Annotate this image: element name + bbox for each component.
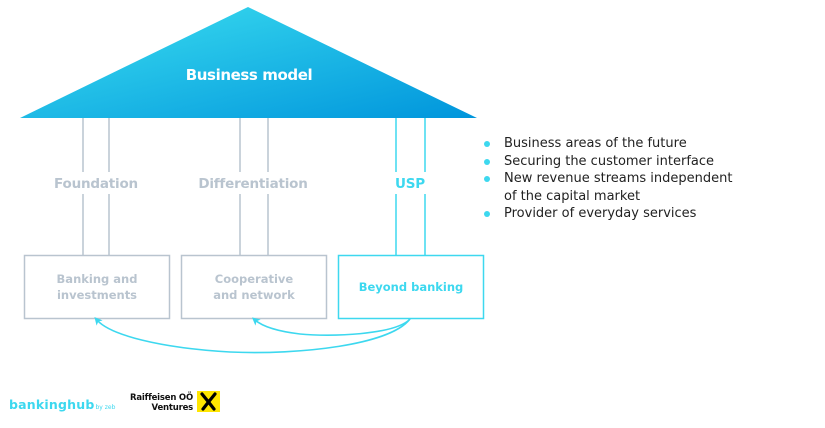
pillar-usp: USP Beyond banking	[337, 118, 485, 320]
box-label-line-1: Banking and	[57, 272, 138, 286]
pillar-box-beyond-banking	[337, 254, 485, 320]
bullet-item: Business areas of the future	[484, 135, 732, 153]
box-label-line-1: Cooperative	[215, 272, 294, 286]
bullet-text: Business areas of the future	[504, 136, 687, 151]
pillar-foundation: Foundation Banking and investments	[23, 118, 171, 320]
pillar-label-differentiation: Differentiation	[198, 176, 307, 192]
arrow-beyond-to-cooperative	[251, 317, 411, 336]
raiffeisen-logo-line-2: Ventures	[151, 403, 194, 413]
arrow-beyond-to-banking	[94, 316, 411, 354]
pillar-label-usp: USP	[395, 176, 425, 192]
bullet-text-continuation: of the capital market	[504, 188, 641, 204]
usp-bullet-list: Business areas of the future Securing th…	[484, 135, 732, 223]
bullet-text: New revenue streams independent	[504, 171, 733, 186]
roof-title: Business model	[186, 66, 313, 84]
box-label-line-2: and network	[213, 288, 295, 302]
bankinghub-logo-accent: hub	[67, 397, 95, 412]
raiffeisen-gable-cross-icon	[197, 391, 220, 412]
raiffeisen-logo-line-1: Raiffeisen OÖ	[130, 393, 193, 403]
bankinghub-logo: bankinghubby zeb	[9, 397, 115, 412]
bullet-item: Securing the customer interface	[484, 153, 732, 171]
bullet-dot-icon	[484, 158, 490, 165]
pillar-box-cooperative-network	[180, 254, 328, 320]
pillar-label-foundation: Foundation	[54, 176, 138, 192]
bullet-text: Securing the customer interface	[504, 153, 715, 169]
raiffeisen-logo-text: Raiffeisen OÖ Ventures	[123, 393, 193, 413]
bullet-item: New revenue streams independent of the c…	[484, 170, 732, 205]
box-label-line-2: investments	[57, 288, 137, 302]
bullet-dot-icon	[484, 211, 490, 217]
pillar-differentiation: Differentiation Cooperative and network	[180, 118, 328, 320]
box-label-line-1: Beyond banking	[359, 280, 464, 294]
bankinghub-logo-by: by zeb	[95, 404, 116, 411]
pillar-box-banking-investments	[23, 254, 171, 320]
bullet-text: Provider of everyday services	[504, 206, 697, 221]
bullet-dot-icon	[484, 176, 490, 182]
bullet-item: Provider of everyday services	[484, 205, 732, 223]
roof-triangle	[20, 7, 477, 118]
bankinghub-logo-main: banking	[9, 397, 68, 412]
bullet-dot-icon	[484, 141, 490, 147]
